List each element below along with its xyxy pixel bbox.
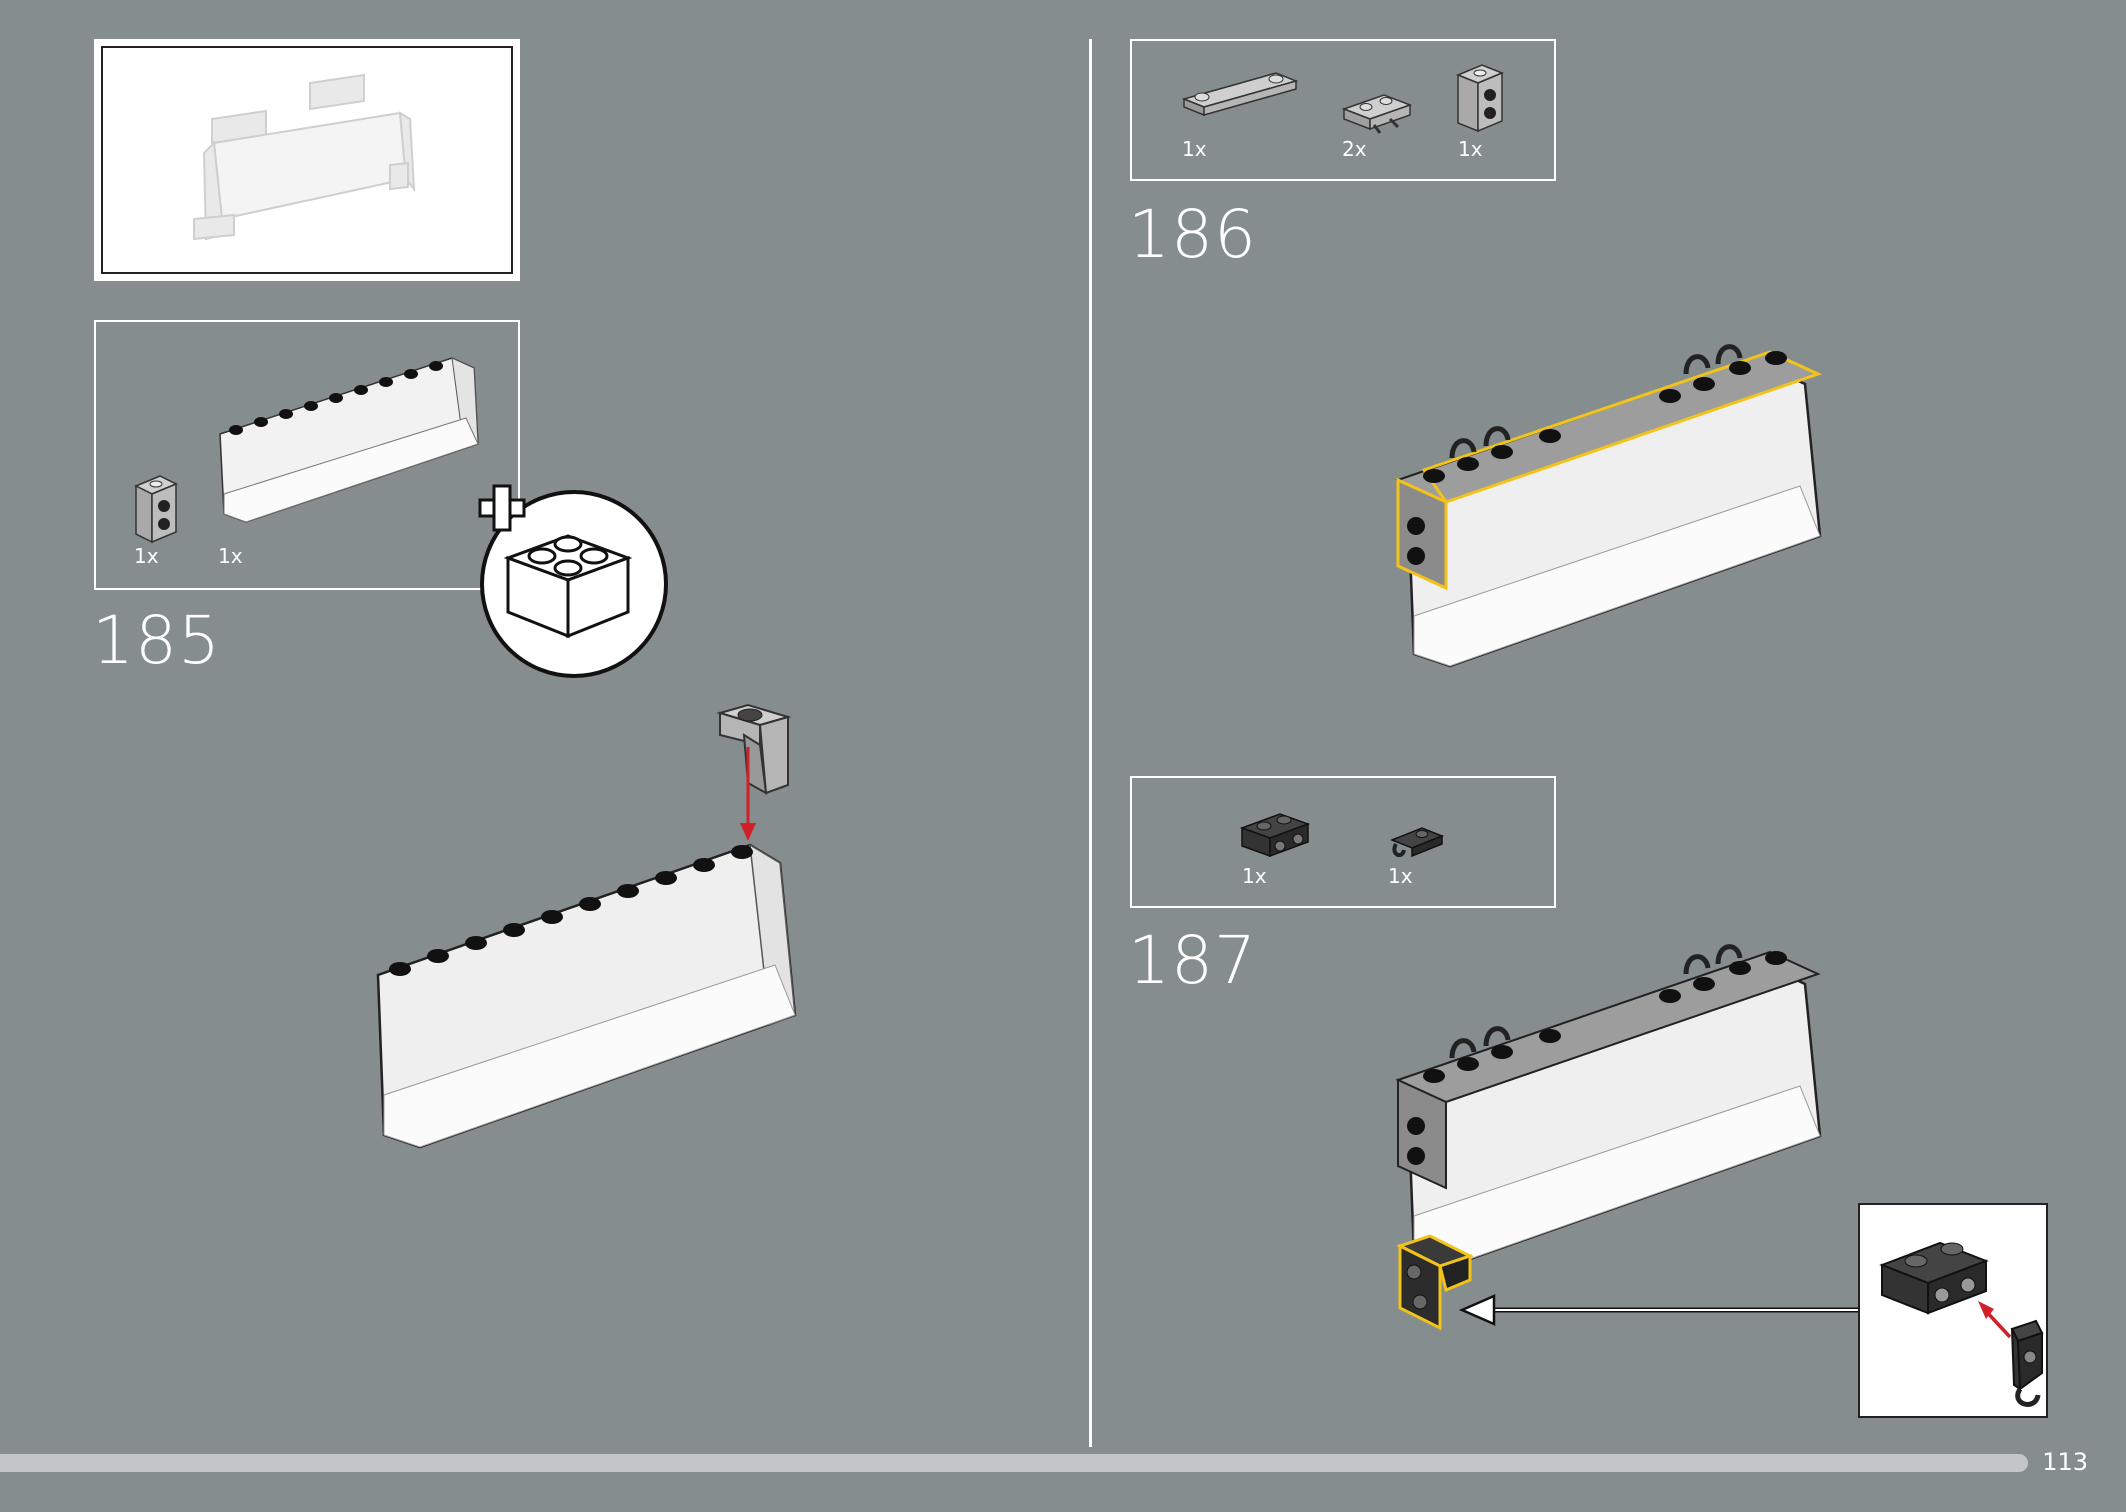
step-186-parts-box: 1x 2x 1x (1130, 39, 1556, 181)
transparent-windscreen-panel-icon (219, 357, 479, 523)
step-number: 185 (92, 602, 221, 679)
plate-with-clips-icon (1341, 94, 1413, 134)
step-number: 186 (1128, 196, 1257, 273)
black-bracket-plate-icon (1239, 813, 1311, 858)
bracket-and-clip-detail-icon (1879, 1241, 2044, 1407)
part-qty: 1x (218, 544, 243, 568)
step-number: 187 (1128, 922, 1257, 999)
part-qty: 1x (1182, 137, 1207, 161)
part-qty: 1x (134, 544, 159, 568)
page-number: 113 (2042, 1448, 2088, 1476)
page-divider (1089, 39, 1092, 1447)
angle-bracket-2-studs-icon (134, 475, 178, 544)
black-clip-plate-icon (1389, 827, 1445, 858)
book-progress-bar (0, 1454, 2028, 1472)
subassembly-preview (94, 39, 520, 281)
angle-bracket-2-studs-icon (1456, 64, 1504, 133)
step-187-assembly-diagram (1395, 944, 1860, 1331)
part-qty: 2x (1342, 137, 1367, 161)
subassembly-preview-icon (193, 73, 416, 241)
step-186-assembly-diagram (1395, 344, 1823, 668)
add-subassembly-icon (478, 484, 668, 678)
part-qty: 1x (1388, 864, 1413, 888)
step-185-assembly-diagram (376, 703, 797, 1149)
tile-plate-1x4-icon (1181, 72, 1299, 117)
part-qty: 1x (1458, 137, 1483, 161)
detail-callout (1858, 1203, 2048, 1418)
step-185-parts-box: 1x 1x (94, 320, 520, 590)
part-qty: 1x (1242, 864, 1267, 888)
step-187-parts-box: 1x 1x (1130, 776, 1556, 908)
